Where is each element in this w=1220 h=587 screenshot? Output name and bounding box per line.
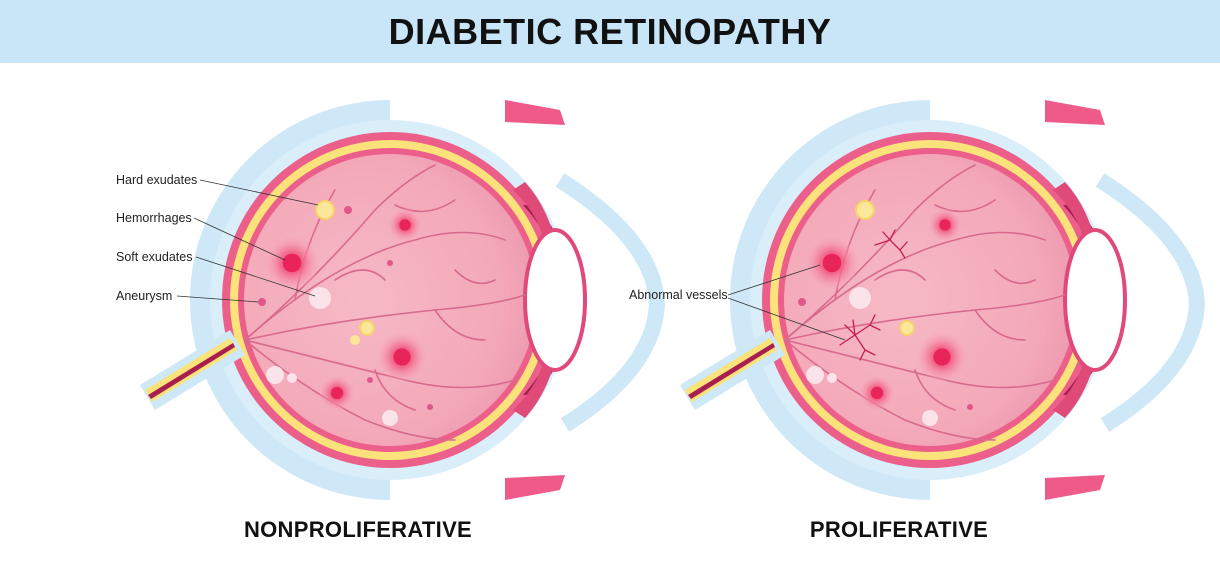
- hemorrhage-mark: [918, 333, 966, 381]
- hemorrhage-mark: [860, 376, 894, 410]
- right-leader-lines: [727, 264, 846, 341]
- hemorrhage-mark: [320, 376, 354, 410]
- soft-exudate-mark: [382, 410, 398, 426]
- hemorrhage-mark: [389, 209, 421, 241]
- hemorrhage-mark: [806, 237, 858, 289]
- label-aneurysm: Aneurysm: [116, 289, 173, 303]
- left-leader-lines: [176, 179, 319, 303]
- hard-exudate-mark: [359, 320, 375, 336]
- caption-proliferative: PROLIFERATIVE: [809, 517, 989, 542]
- page-title: DIABETIC RETINOPATHY: [388, 10, 832, 52]
- hemorrhage-mark: [266, 237, 318, 289]
- soft-exudate-mark: [287, 373, 297, 383]
- label-hard-exudates: Hard exudates: [116, 173, 198, 187]
- hemorrhage-mark: [929, 209, 961, 241]
- aneurysm-mark: [387, 260, 393, 266]
- soft-exudate-mark: [309, 287, 331, 309]
- hemorrhage-mark: [378, 333, 426, 381]
- aneurysm-mark: [344, 206, 352, 214]
- aneurysm-mark: [367, 377, 373, 383]
- soft-exudate-mark: [266, 366, 284, 384]
- abnormal-vessels-mark: [839, 229, 908, 361]
- nonproliferative-eye: [140, 100, 657, 500]
- title-bar: DIABETIC RETINOPATHY: [0, 0, 1220, 63]
- caption-nonproliferative: NONPROLIFERATIVE: [243, 517, 473, 542]
- aneurysm-mark: [427, 404, 433, 410]
- label-hemorrhages: Hemorrhages: [116, 211, 192, 225]
- proliferative-eye: [680, 100, 1197, 500]
- hard-exudate-mark: [350, 335, 360, 345]
- aneurysm-mark: [258, 298, 266, 306]
- label-abnormal-vessels: Abnormal vessels: [629, 288, 728, 302]
- hard-exudate-mark: [315, 200, 335, 220]
- label-soft-exudates: Soft exudates: [116, 250, 193, 264]
